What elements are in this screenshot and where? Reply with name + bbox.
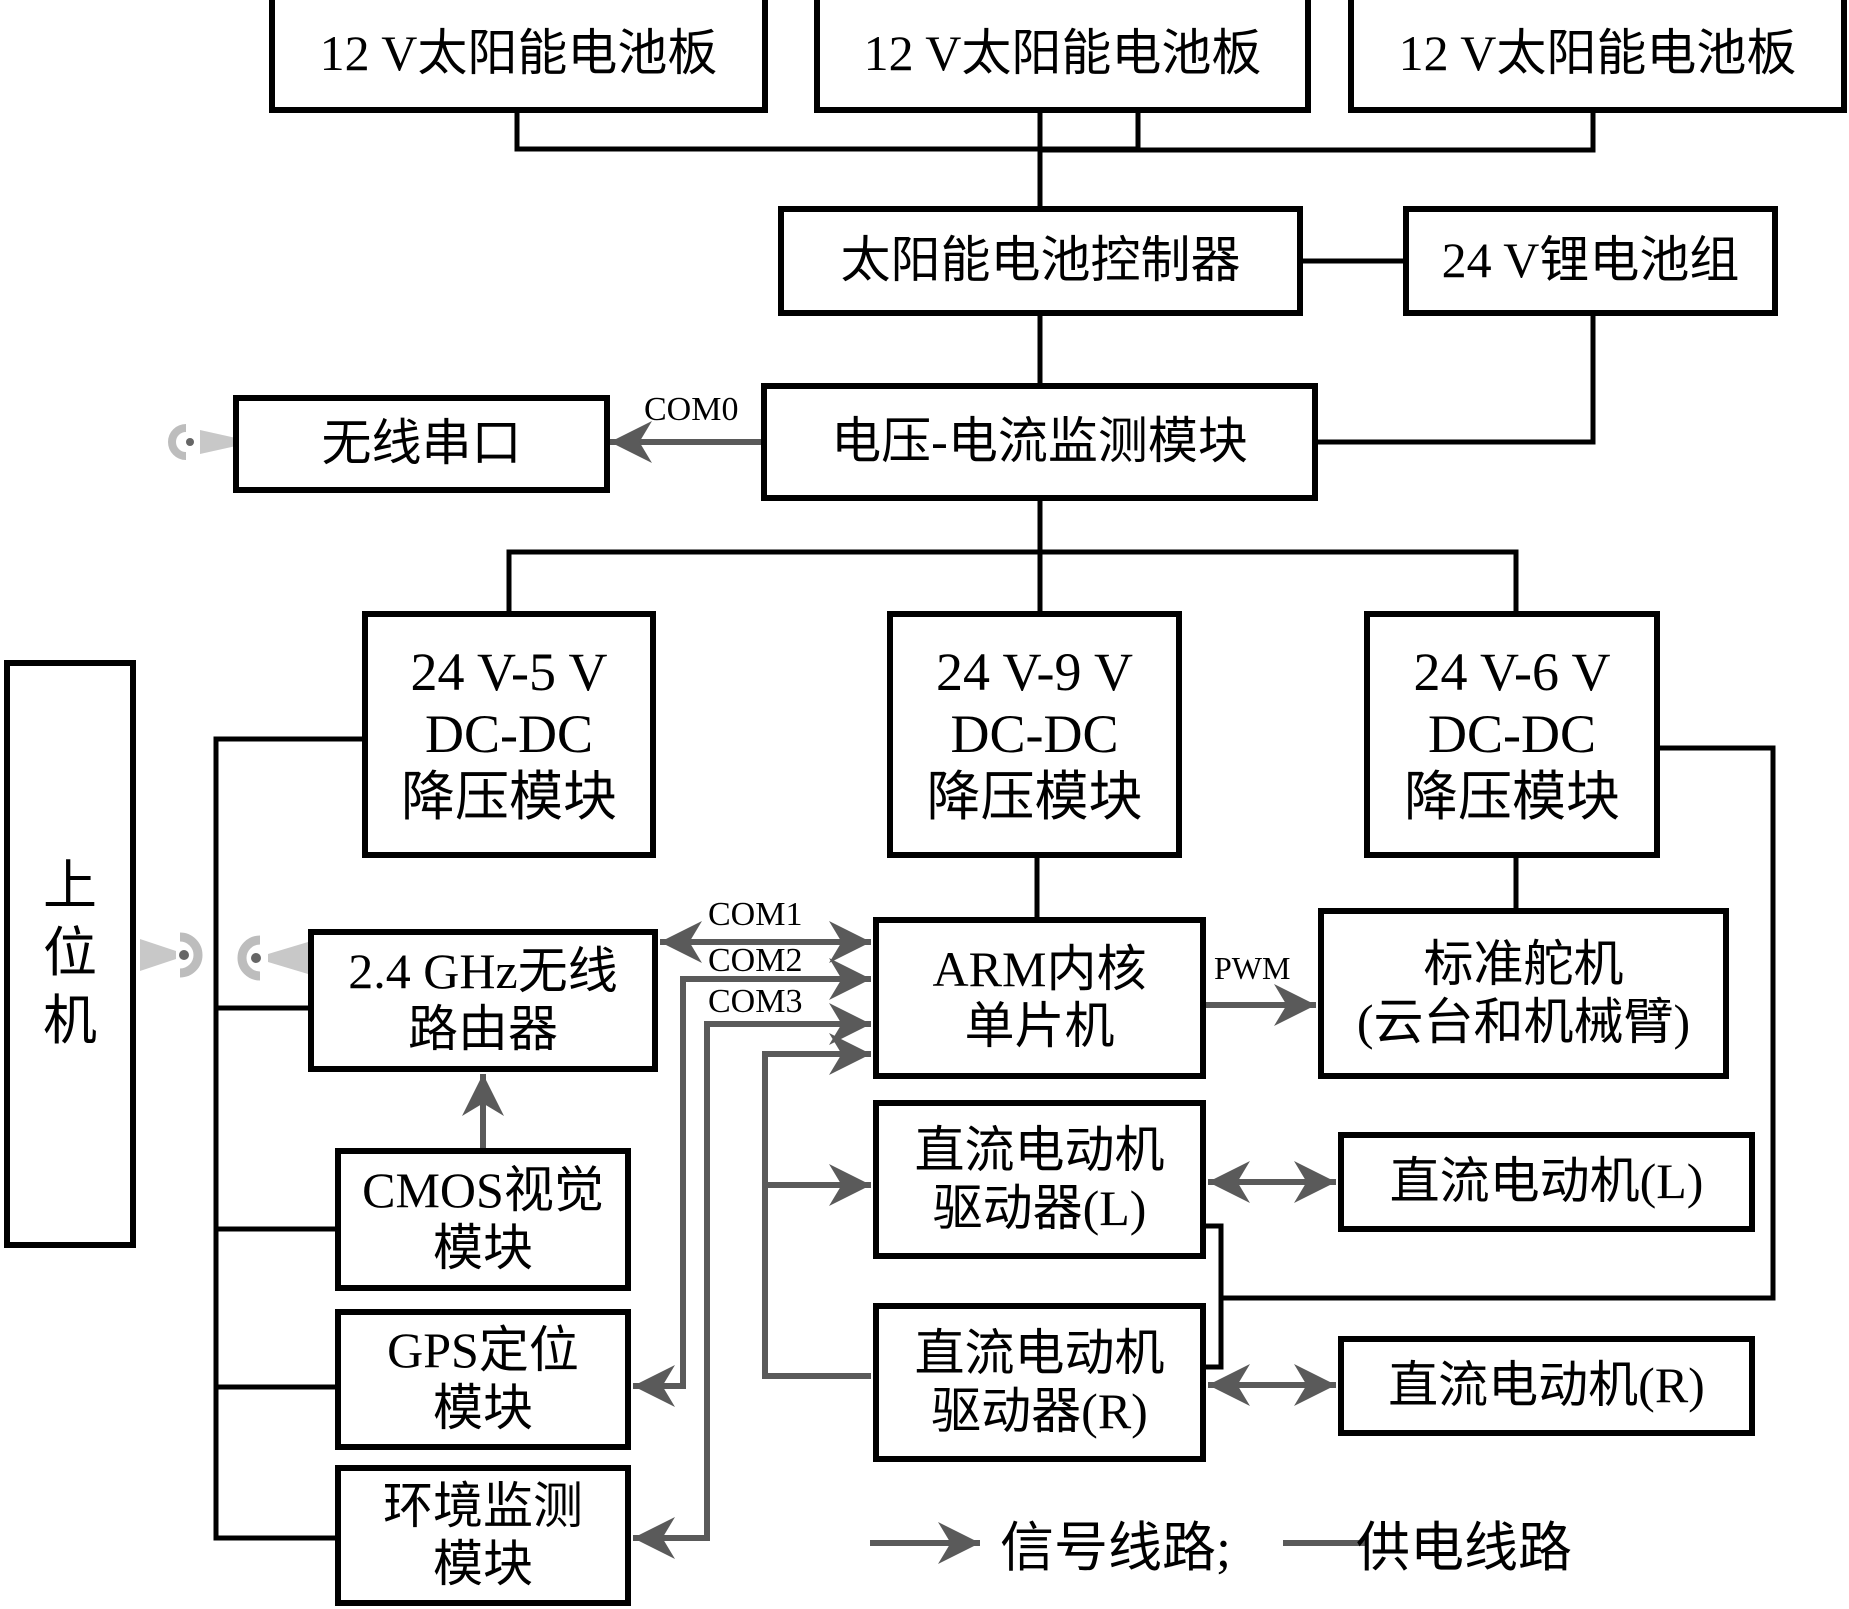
motor-l-label: 直流电动机(L) — [1389, 1153, 1704, 1210]
power-line-solar3 — [1037, 113, 1596, 153]
vi-monitor-module: 电压-电流监测模块 — [761, 383, 1318, 501]
legend-power-label: 供电线路 — [1356, 1517, 1573, 1578]
battery-pack: 24 V锂电池组 — [1403, 206, 1778, 316]
cmos-line1: CMOS视觉 — [362, 1162, 604, 1218]
env-line2: 模块 — [433, 1535, 533, 1592]
dcdc-6v-line3: 降压模块 — [1404, 766, 1620, 827]
power-line-6v-drivers — [1221, 745, 1776, 1301]
signal-arm-drivers — [762, 1033, 871, 1379]
solar-panel-3: 12 V太阳能电池板 — [1348, 0, 1847, 113]
driver-l-line2: 驱动器(L) — [932, 1179, 1147, 1236]
power-line-driver-l — [1206, 1223, 1224, 1370]
wireless-serial: 无线串口 — [233, 395, 610, 493]
cmos-line2: 模块 — [433, 1219, 533, 1276]
antenna-icon-router — [237, 935, 308, 981]
power-line-5v-bus — [213, 736, 362, 1541]
com3-label: COM3 — [708, 983, 803, 1020]
dcdc-5v-line1: 24 V-5 V — [410, 642, 608, 703]
dcdc-9v-module: 24 V-9 V DC-DC 降压模块 — [887, 611, 1182, 858]
solar-panel-2-label: 12 V太阳能电池板 — [863, 24, 1262, 81]
servo-line2: (云台和机械臂) — [1356, 993, 1691, 1050]
dc-motor-right: 直流电动机(R) — [1338, 1336, 1755, 1436]
host-pc-char1: 上 — [43, 855, 97, 916]
driver-l-line1: 直流电动机 — [914, 1122, 1165, 1178]
motor-driver-left: 直流电动机 驱动器(L) — [873, 1100, 1206, 1259]
legend: 信号线路; 供电线路 — [860, 1502, 1572, 1582]
power-lines — [213, 113, 1776, 1541]
arm-mcu: ARM内核 单片机 — [873, 917, 1206, 1079]
solar-panel-1-label: 12 V太阳能电池板 — [319, 24, 718, 81]
motor-r-label: 直流电动机(R) — [1388, 1357, 1705, 1414]
dcdc-6v-module: 24 V-6 V DC-DC 降压模块 — [1364, 611, 1660, 858]
solar-controller-label: 太阳能电池控制器 — [840, 232, 1241, 289]
driver-r-line1: 直流电动机 — [914, 1325, 1165, 1381]
gps-line2: 模块 — [433, 1379, 533, 1436]
com2-label: COM2 — [708, 942, 803, 979]
pwm-label: PWM — [1214, 950, 1291, 986]
power-line-battery-monitor — [1318, 316, 1596, 445]
solar-panel-3-label: 12 V太阳能电池板 — [1398, 24, 1797, 81]
dcdc-9v-line1: 24 V-9 V — [935, 642, 1134, 703]
legend-signal-label: 信号线路; — [1000, 1517, 1232, 1578]
servo-line1: 标准舵机 — [1423, 936, 1624, 992]
dcdc-9v-line2: DC-DC — [950, 704, 1119, 765]
solar-controller: 太阳能电池控制器 — [778, 206, 1303, 316]
com1-label: COM1 — [708, 896, 803, 933]
arm-line2: 单片机 — [964, 998, 1115, 1054]
dcdc-6v-line2: DC-DC — [1427, 704, 1596, 765]
power-line-bus — [506, 549, 1519, 611]
power-line-solar1 — [514, 113, 1141, 152]
gps-line1: GPS定位 — [387, 1322, 579, 1378]
com0-label: COM0 — [644, 391, 739, 428]
router-line2: 路由器 — [408, 1000, 558, 1057]
dcdc-9v-line3: 降压模块 — [926, 766, 1143, 827]
wifi-router: 2.4 GHz无线 路由器 — [308, 929, 658, 1072]
signal-com3 — [633, 1003, 871, 1559]
vi-monitor-label: 电压-电流监测模块 — [831, 413, 1248, 470]
host-pc-char3: 机 — [43, 990, 97, 1051]
battery-pack-label: 24 V锂电池组 — [1441, 232, 1740, 289]
wireless-serial-label: 无线串口 — [321, 415, 522, 472]
servo-module: 标准舵机 (云台和机械臂) — [1318, 908, 1729, 1079]
host-pc: 上 位 机 — [4, 660, 136, 1248]
solar-panel-1: 12 V太阳能电池板 — [269, 0, 768, 113]
arm-line1: ARM内核 — [932, 940, 1147, 997]
host-pc-char2: 位 — [43, 923, 97, 984]
antenna-icon-serial — [168, 424, 236, 460]
signal-lines — [462, 421, 1336, 1559]
dcdc-5v-module: 24 V-5 V DC-DC 降压模块 — [362, 611, 656, 858]
router-line1: 2.4 GHz无线 — [348, 943, 618, 999]
dc-motor-left: 直流电动机(L) — [1338, 1132, 1755, 1232]
motor-driver-right: 直流电动机 驱动器(R) — [873, 1303, 1206, 1462]
cmos-vision-module: CMOS视觉 模块 — [335, 1148, 631, 1291]
dcdc-5v-line3: 降压模块 — [401, 766, 617, 827]
gps-module: GPS定位 模块 — [335, 1309, 631, 1450]
driver-r-line2: 驱动器(R) — [931, 1382, 1148, 1439]
antenna-icon-host — [140, 932, 203, 978]
solar-panel-2: 12 V太阳能电池板 — [814, 0, 1311, 113]
env-monitor-module: 环境监测 模块 — [335, 1465, 631, 1606]
env-line1: 环境监测 — [383, 1478, 583, 1534]
dcdc-5v-line2: DC-DC — [424, 704, 593, 765]
dcdc-6v-line1: 24 V-6 V — [1413, 642, 1611, 703]
